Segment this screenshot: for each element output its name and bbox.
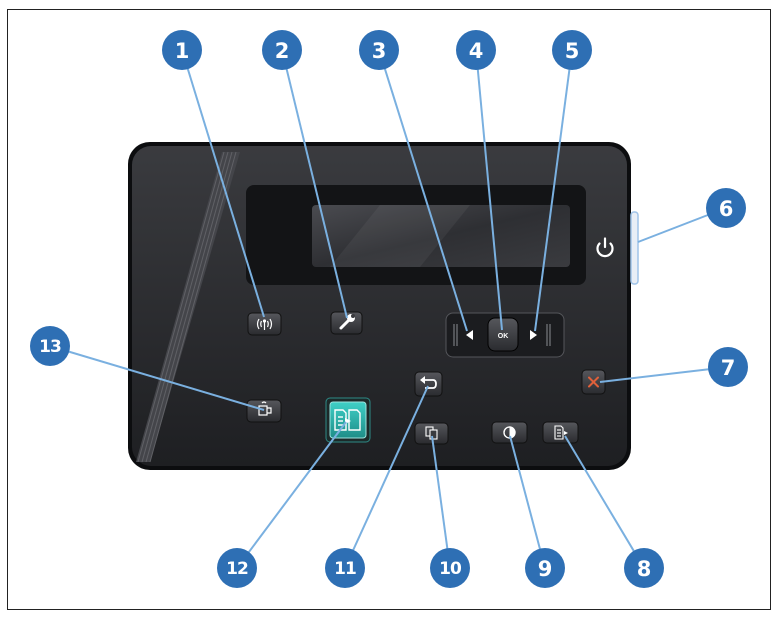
callout-11: 11: [325, 548, 365, 588]
callout-7: 7: [708, 347, 748, 387]
callout-4-number: 4: [469, 39, 484, 63]
callout-13: 13: [30, 326, 70, 366]
power-button-edge: [630, 211, 639, 285]
leader-line-7: [599, 366, 729, 383]
power-icon: [596, 242, 614, 258]
left-arrow-icon: [466, 330, 473, 340]
display-glare: [330, 205, 470, 267]
callout-1-number: 1: [175, 39, 190, 63]
left-arrow-button[interactable]: [450, 317, 486, 353]
navigation-cluster: OK: [445, 312, 565, 358]
ok-label: OK: [498, 333, 509, 340]
back-button[interactable]: [414, 371, 443, 397]
leader-line-2: [281, 49, 348, 319]
callout-10: 10: [430, 548, 470, 588]
wireless-icon: [256, 318, 273, 330]
callout-4: 4: [456, 30, 496, 70]
callout-2: 2: [262, 30, 302, 70]
callout-1: 1: [162, 30, 202, 70]
copy-menu-icon: [554, 425, 568, 440]
leader-line-8: [564, 435, 645, 569]
leader-line-11: [344, 385, 429, 569]
callout-9-number: 9: [538, 557, 553, 581]
right-arrow-button[interactable]: [522, 317, 560, 353]
copy-menu-button[interactable]: [542, 421, 579, 444]
callout-7-number: 7: [721, 356, 736, 380]
right-arrow-icon: [530, 330, 537, 340]
leader-line-10: [431, 435, 451, 569]
callout-6-number: 6: [719, 197, 734, 221]
callouts: 1 2 3 4 5 6 7 8: [30, 30, 748, 588]
power-button[interactable]: [591, 234, 619, 262]
leader-line-12: [236, 421, 347, 569]
callout-10-number: 10: [439, 559, 462, 579]
callout-12-number: 12: [226, 559, 248, 579]
cancel-button[interactable]: [581, 369, 606, 395]
leader-line-1: [181, 49, 265, 318]
leader-line-9: [509, 435, 546, 569]
leader-line-4: [475, 49, 503, 331]
start-copy-button[interactable]: [325, 397, 371, 443]
lighter-darker-button[interactable]: [491, 421, 528, 444]
leader-line-5: [534, 49, 573, 332]
callout-3: 3: [359, 30, 399, 70]
copies-icon: [425, 426, 438, 440]
callout-5-number: 5: [565, 39, 580, 63]
back-arrow-icon: [420, 376, 437, 389]
panel-stripe-decoration: [136, 151, 240, 463]
leader-line-3: [378, 49, 468, 332]
callout-8: 8: [624, 548, 664, 588]
leader-lines: [49, 49, 729, 569]
callout-8-number: 8: [637, 557, 652, 581]
wrench-icon: [339, 314, 355, 330]
callout-13-number: 13: [39, 337, 61, 357]
lcd-display: [312, 205, 570, 267]
callout-12: 12: [217, 548, 257, 588]
callout-11-number: 11: [334, 559, 356, 579]
callout-3-number: 3: [372, 39, 387, 63]
cancel-x-icon: [588, 376, 599, 388]
eprint-icon: [258, 401, 272, 416]
callout-6: 6: [706, 188, 746, 228]
leader-line-13: [49, 345, 265, 411]
number-of-copies-button[interactable]: [414, 422, 449, 445]
figure-frame: [7, 9, 771, 610]
control-panel: OK: [128, 142, 639, 470]
wireless-button[interactable]: [247, 312, 282, 336]
callout-9: 9: [525, 548, 565, 588]
ok-button[interactable]: OK: [487, 317, 519, 352]
callout-2-number: 2: [275, 39, 290, 63]
eprint-button[interactable]: [246, 399, 282, 423]
callout-5: 5: [552, 30, 592, 70]
